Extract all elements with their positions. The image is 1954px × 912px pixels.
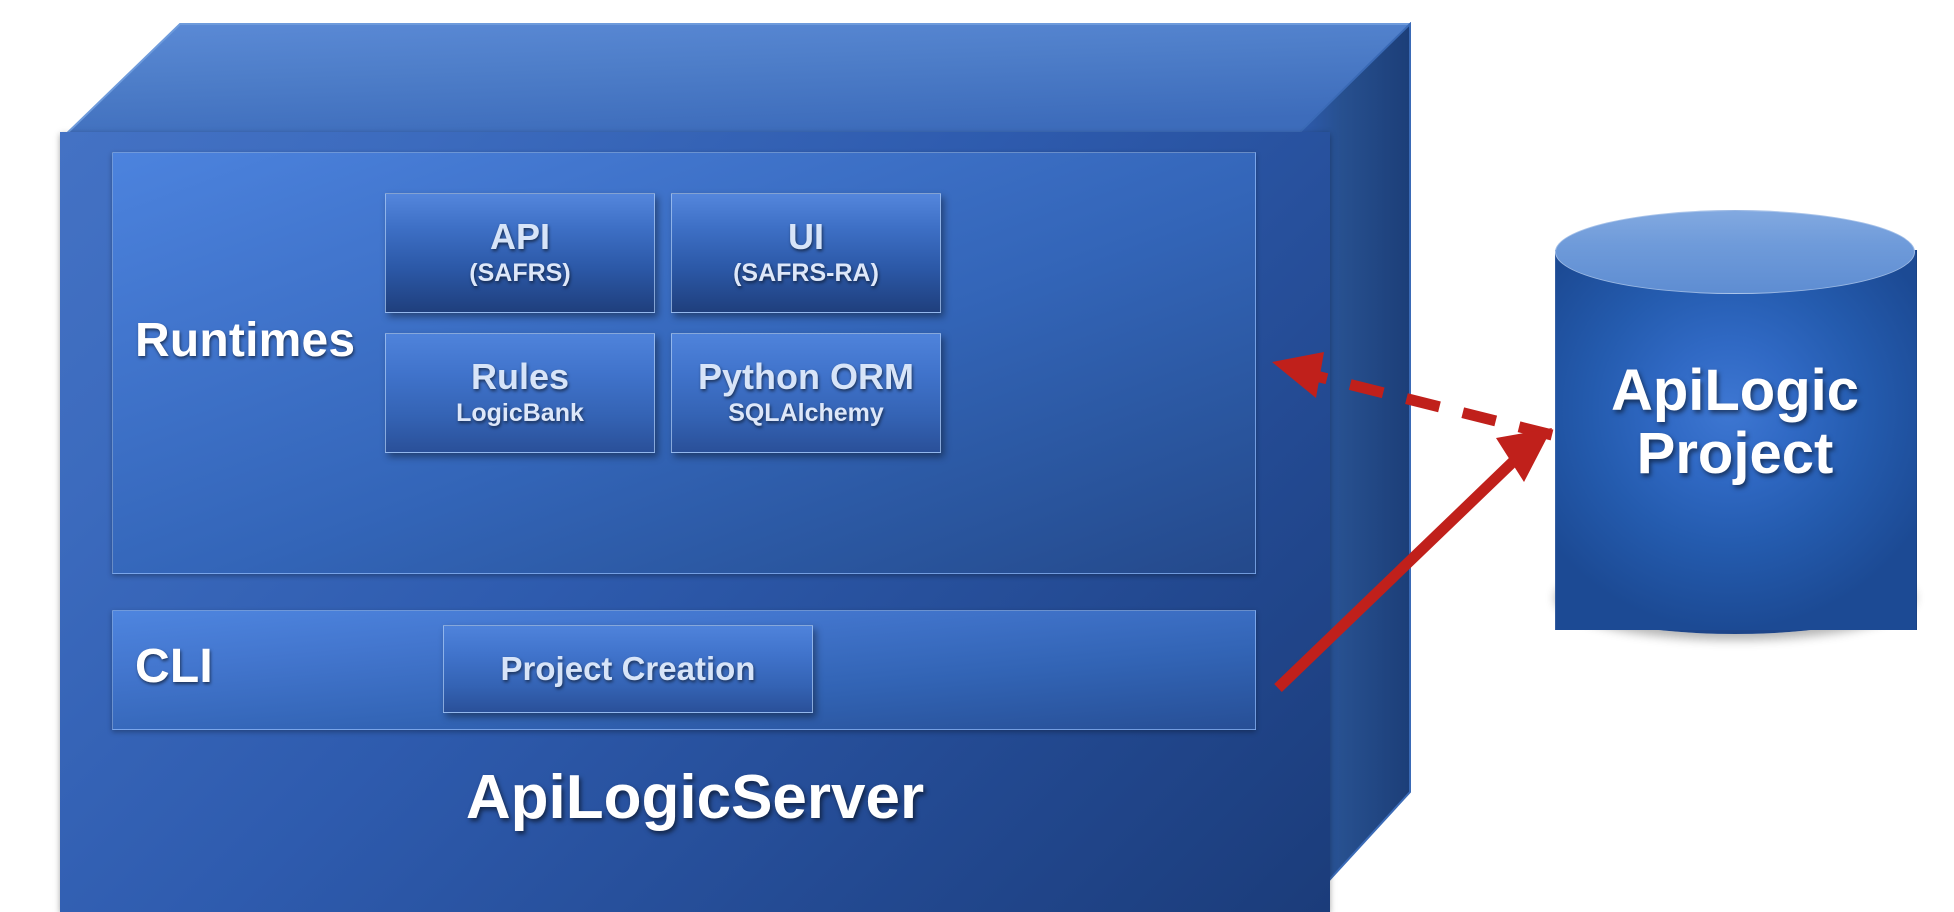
component-ui-name: UI bbox=[788, 216, 824, 258]
component-api-detail: (SAFRS) bbox=[469, 259, 571, 288]
runtimes-panel-title: Runtimes bbox=[135, 314, 356, 367]
component-ui[interactable]: UI (SAFRS-RA) bbox=[671, 193, 941, 313]
component-api-name: API bbox=[489, 216, 550, 258]
cylinder-body bbox=[1555, 250, 1917, 630]
component-rules-name: Rules bbox=[470, 356, 570, 398]
component-rules[interactable]: Rules LogicBank bbox=[385, 333, 655, 453]
component-api[interactable]: API (SAFRS) bbox=[385, 193, 655, 313]
runtimes-panel: Runtimes API (SAFRS) UI (SAFRS-RA) Rules… bbox=[112, 152, 1256, 574]
cylinder-top-ellipse bbox=[1555, 210, 1915, 294]
apilogicserver-box: Runtimes API (SAFRS) UI (SAFRS-RA) Rules… bbox=[60, 22, 1411, 912]
component-project-creation[interactable]: Project Creation bbox=[443, 625, 813, 713]
component-ui-detail: (SAFRS-RA) bbox=[733, 259, 879, 288]
cylinder-label-line2: Project bbox=[1636, 420, 1834, 486]
component-project-creation-name: Project Creation bbox=[500, 649, 756, 687]
cylinder-label: ApiLogic Project bbox=[1555, 358, 1915, 486]
cli-panel: CLI Project Creation bbox=[112, 610, 1256, 730]
cylinder-label-line1: ApiLogic bbox=[1610, 358, 1860, 423]
component-rules-detail: LogicBank bbox=[456, 399, 584, 428]
component-python-orm-name: Python ORM bbox=[698, 356, 914, 398]
component-python-orm[interactable]: Python ORM SQLAlchemy bbox=[671, 333, 941, 453]
cli-panel-title: CLI bbox=[135, 640, 213, 693]
box-top-face bbox=[60, 23, 1410, 141]
box-front-face: Runtimes API (SAFRS) UI (SAFRS-RA) Rules… bbox=[60, 132, 1330, 912]
apilogic-project-cylinder: ApiLogic Project bbox=[1555, 210, 1917, 670]
component-python-orm-detail: SQLAlchemy bbox=[728, 399, 884, 428]
server-name-label: ApiLogicServer bbox=[465, 763, 925, 832]
